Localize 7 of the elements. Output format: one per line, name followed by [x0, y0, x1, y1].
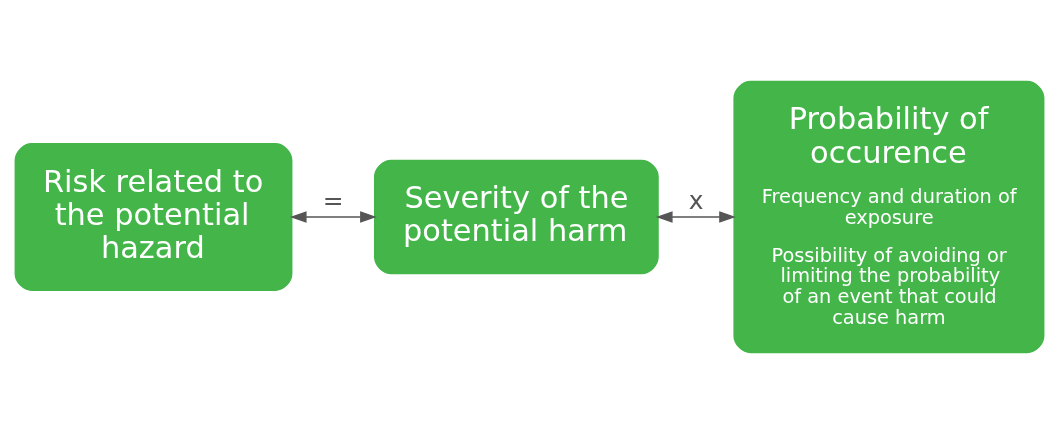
edge-label: = — [322, 186, 344, 216]
node-box: Risk related to the potential hazard — [14, 143, 293, 291]
arrow — [656, 211, 736, 223]
arrow — [289, 211, 377, 223]
node-box: Severity of the potential harm — [374, 159, 659, 275]
edge-label: x — [688, 186, 704, 216]
node-box: Probability of occurence Frequency and duration of exposure Possibility of avoiding or limiting the probability of an event that could cause harm — [733, 80, 1045, 354]
